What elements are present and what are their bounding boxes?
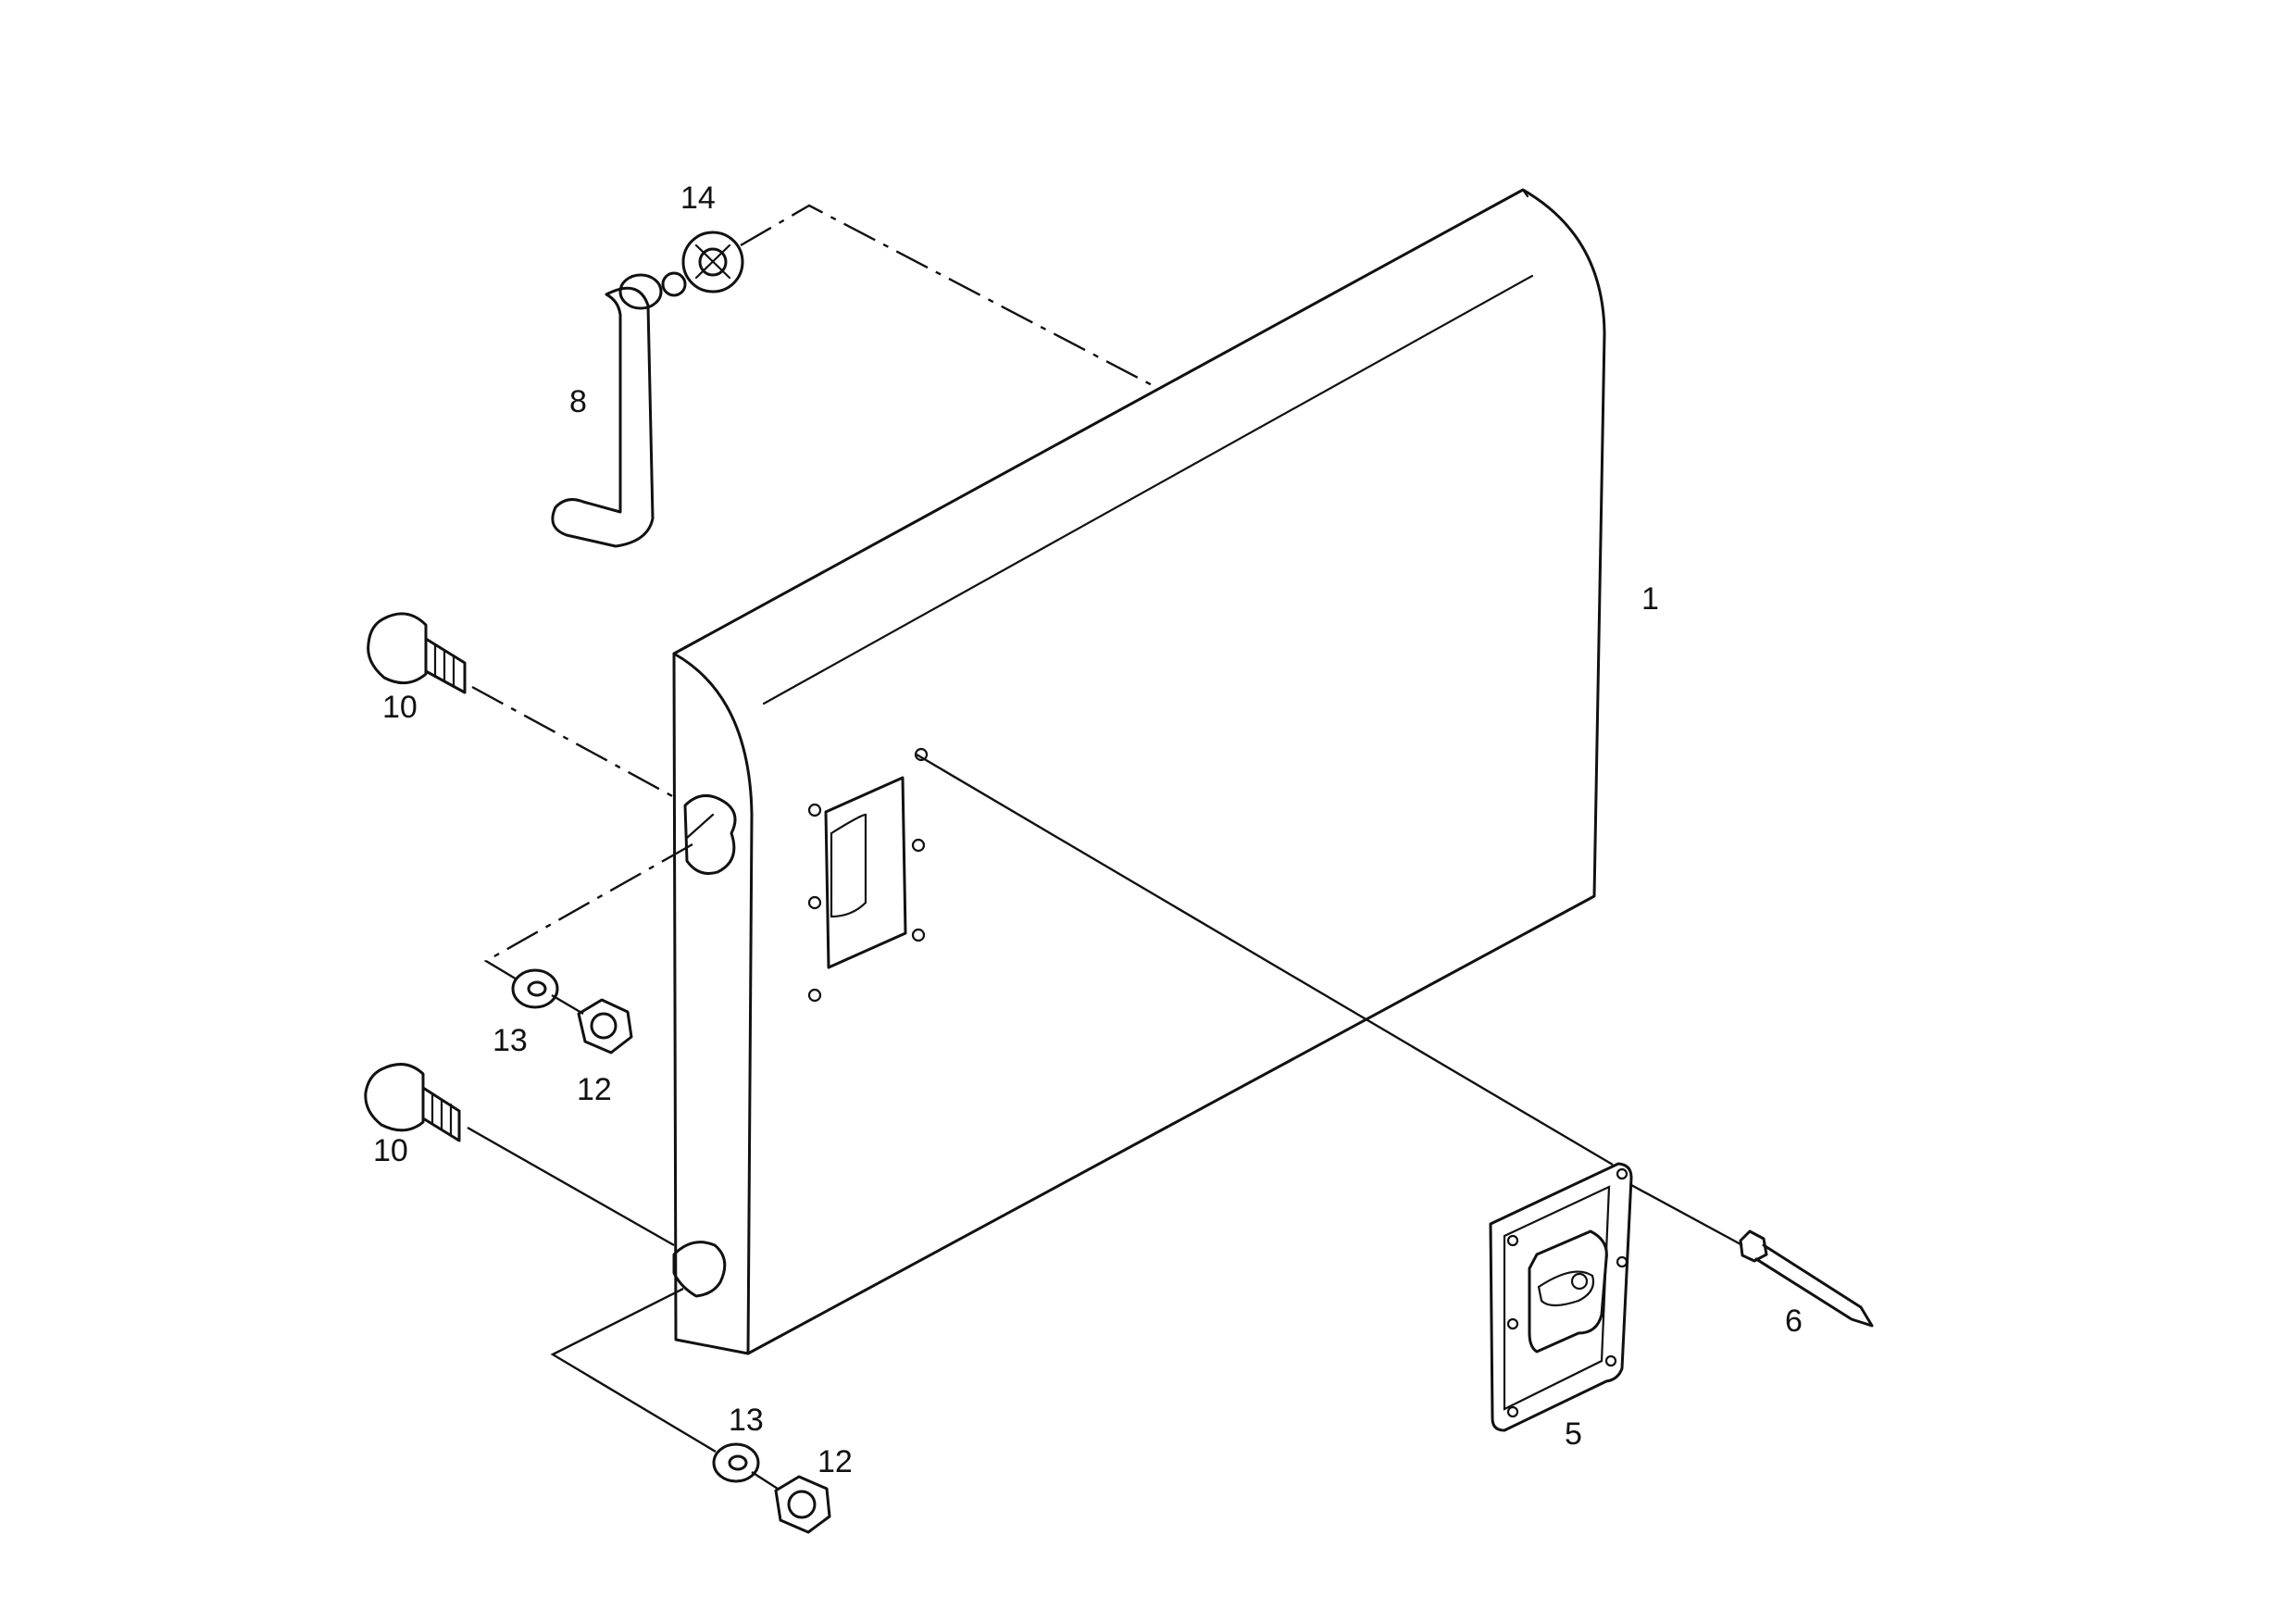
upper-washer [511, 968, 559, 1009]
callout-panel: 1 [1641, 581, 1659, 617]
callout-handle: 8 [569, 384, 587, 419]
callout-grommet: 14 [680, 181, 716, 216]
lower-screw [364, 1063, 461, 1142]
lower-nut [774, 1475, 831, 1534]
upper-nut [577, 998, 633, 1054]
callout-washer-lower: 13 [729, 1403, 764, 1438]
callout-nut-upper: 12 [577, 1072, 612, 1107]
callout-washer-upper: 13 [493, 1023, 528, 1058]
upper-hinge-lug [683, 794, 737, 875]
grommet [681, 231, 744, 293]
callout-pin: 6 [1785, 1304, 1803, 1339]
callout-screw-lower: 10 [373, 1133, 408, 1168]
pin [1739, 1229, 1874, 1328]
callout-screw-upper: 10 [382, 690, 418, 725]
upper-screw [367, 612, 467, 694]
assembly-lines [467, 204, 1743, 1491]
panel-latch-cutout [807, 747, 929, 1003]
handle [551, 271, 687, 548]
callout-labels: 1 5 6 8 10 10 12 12 13 13 14 [373, 181, 1803, 1479]
callout-latch-assembly: 5 [1565, 1416, 1582, 1452]
latch-assembly [1489, 1162, 1633, 1432]
callout-nut-lower: 12 [817, 1444, 853, 1479]
lower-hinge-lug [672, 1241, 727, 1298]
side-panel [672, 188, 1606, 1355]
lower-washer [712, 1442, 760, 1483]
